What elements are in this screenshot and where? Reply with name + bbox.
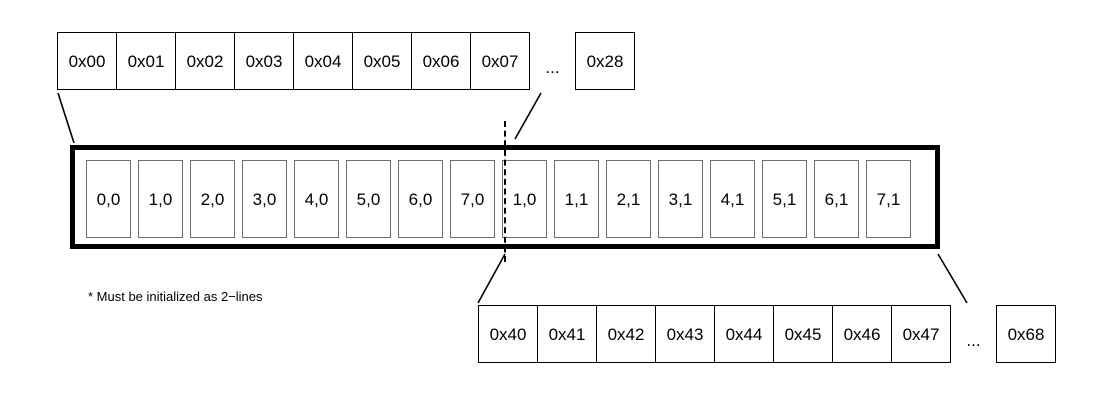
address-cell[interactable]: 0x05 (352, 32, 412, 90)
leader-line-top-left (57, 92, 75, 144)
address-cell[interactable]: 0x06 (411, 32, 471, 90)
cache-word-cell[interactable]: 6,1 (814, 160, 859, 238)
cache-word-cell[interactable]: 4,1 (710, 160, 755, 238)
address-cell[interactable]: 0x04 (293, 32, 353, 90)
cache-word-cell[interactable]: 2,1 (606, 160, 651, 238)
lower-address-row: 0x40 0x41 0x42 0x43 0x44 0x45 0x46 0x47 … (478, 305, 1056, 363)
address-cell[interactable]: 0x02 (175, 32, 235, 90)
cache-word-cell[interactable]: 1,0 (502, 160, 547, 238)
address-cell[interactable]: 0x44 (714, 305, 774, 363)
cache-word-cell[interactable]: 7,0 (450, 160, 495, 238)
address-cell[interactable]: 0x03 (234, 32, 294, 90)
leader-line-bottom-right (937, 253, 968, 304)
cache-word-cell[interactable]: 2,0 (190, 160, 235, 238)
cache-word-cell[interactable]: 1,1 (554, 160, 599, 238)
address-cell-tail[interactable]: 0x68 (996, 305, 1056, 363)
address-cell[interactable]: 0x47 (891, 305, 951, 363)
address-cell[interactable]: 0x01 (116, 32, 176, 90)
cache-word-cell[interactable]: 0,0 (86, 160, 131, 238)
address-cell[interactable]: 0x07 (470, 32, 530, 90)
ellipsis-label: ... (966, 331, 981, 350)
cache-line-cells: 0,0 1,0 2,0 3,0 4,0 5,0 6,0 7,0 1,0 1,1 … (86, 160, 911, 238)
address-cell-tail[interactable]: 0x28 (575, 32, 635, 90)
cache-word-cell[interactable]: 5,1 (762, 160, 807, 238)
ellipsis-label: ... (545, 58, 560, 77)
cache-word-cell[interactable]: 3,1 (658, 160, 703, 238)
address-cell[interactable]: 0x41 (537, 305, 597, 363)
footnote-text: * Must be initialized as 2−lines (88, 289, 263, 304)
cache-word-cell[interactable]: 7,1 (866, 160, 911, 238)
address-cell[interactable]: 0x46 (832, 305, 892, 363)
upper-address-row: 0x00 0x01 0x02 0x03 0x04 0x05 0x06 0x07 … (57, 32, 635, 90)
line-split-dashed-marker (504, 121, 506, 262)
cache-word-cell[interactable]: 6,0 (398, 160, 443, 238)
address-cell[interactable]: 0x00 (57, 32, 117, 90)
cache-word-cell[interactable]: 4,0 (294, 160, 339, 238)
address-cell[interactable]: 0x43 (655, 305, 715, 363)
address-cell[interactable]: 0x42 (596, 305, 656, 363)
address-cell[interactable]: 0x40 (478, 305, 538, 363)
cache-word-cell[interactable]: 5,0 (346, 160, 391, 238)
cache-word-cell[interactable]: 1,0 (138, 160, 183, 238)
cache-word-cell[interactable]: 3,0 (242, 160, 287, 238)
address-cell[interactable]: 0x45 (773, 305, 833, 363)
leader-line-top-right (514, 92, 542, 140)
leader-line-bottom-left (477, 253, 506, 304)
